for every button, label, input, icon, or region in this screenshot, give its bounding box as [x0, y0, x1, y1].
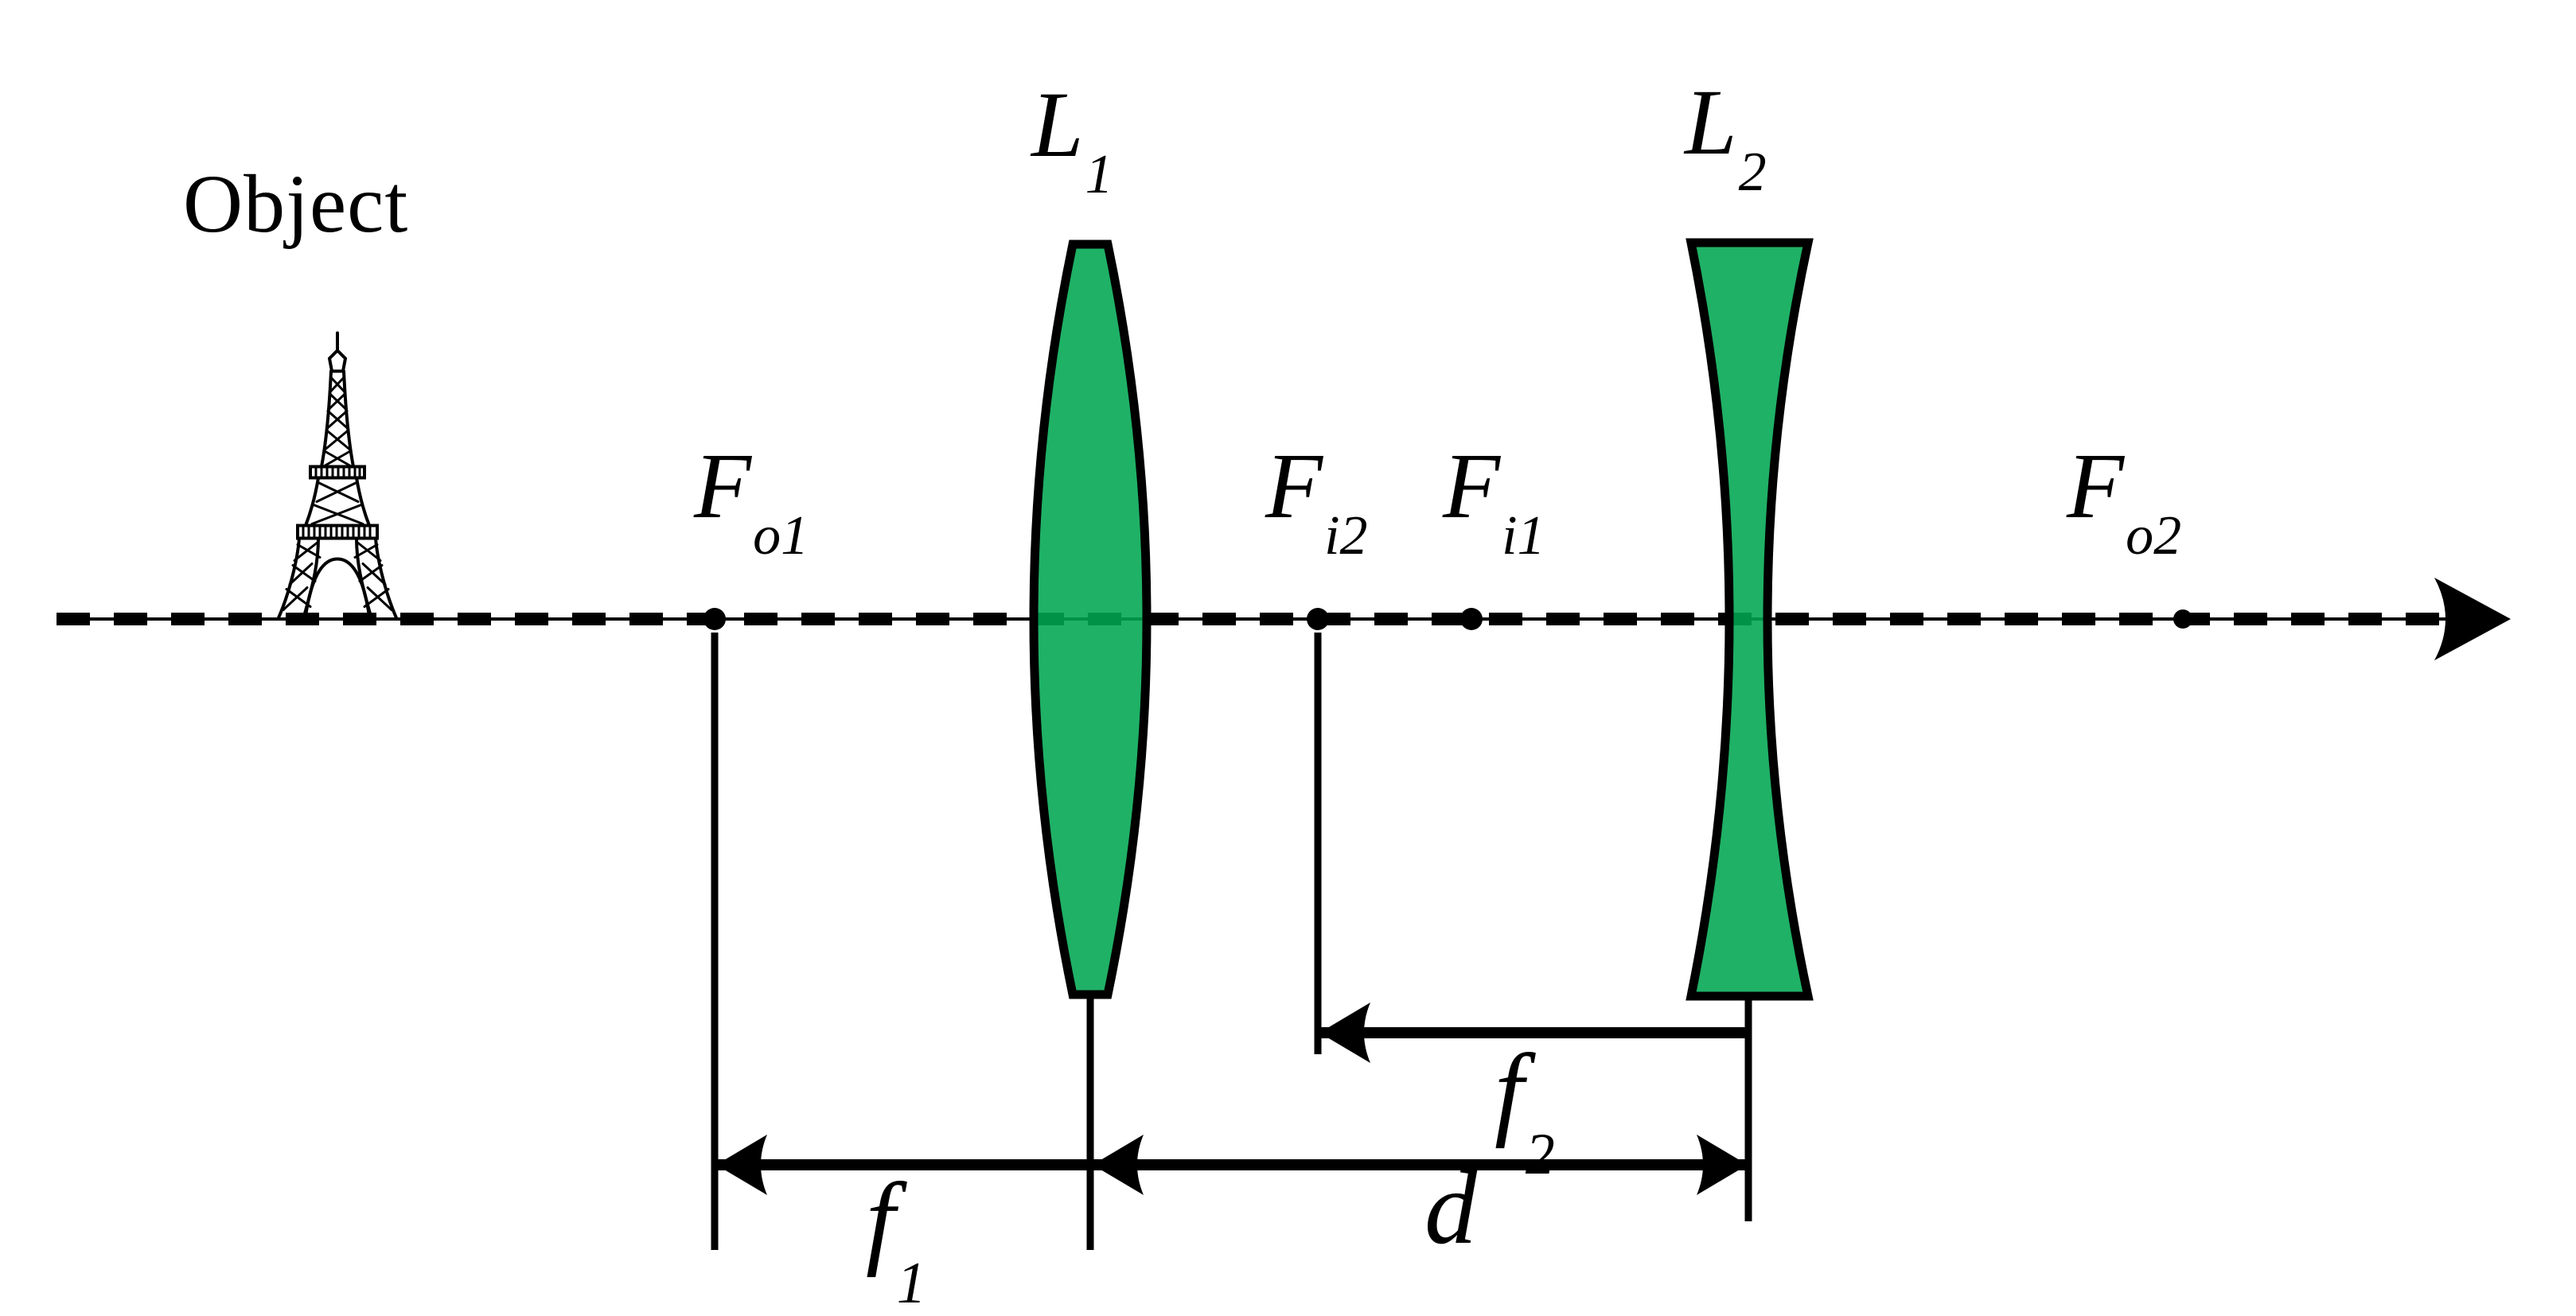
label-f1-main: f — [866, 1161, 895, 1278]
label-lens2-main: L — [1685, 70, 1737, 174]
dimension-arrowhead-icon-f1-left — [716, 1135, 767, 1195]
focal-dot-Fo1 — [703, 608, 726, 630]
label-f2-main: f — [1495, 1032, 1524, 1149]
object-label-text: Object — [183, 158, 409, 250]
label-lens1-main: L — [1031, 72, 1084, 177]
ref-line-Fo1 — [711, 633, 719, 1250]
dim-line-f2 — [1321, 1027, 1748, 1038]
label-lens2: L2 — [1685, 76, 1767, 201]
label-d-main: d — [1424, 1149, 1477, 1266]
label-Fo2-main: F — [2067, 434, 2125, 538]
label-f1: f1 — [866, 1167, 926, 1314]
label-Fi2-main: F — [1265, 434, 1323, 538]
label-Fi1: Fi1 — [1443, 439, 1545, 564]
dimension-arrowhead-icon-d-left — [1093, 1135, 1144, 1195]
label-Fi2-sub: i2 — [1324, 505, 1368, 567]
label-lens1: L1 — [1031, 78, 1113, 203]
label-Fi1-sub: i1 — [1502, 505, 1545, 567]
label-Fo2-sub: o2 — [2126, 505, 2182, 567]
focal-dot-Fo2 — [2173, 609, 2192, 629]
label-lens1-sub: 1 — [1085, 144, 1113, 205]
converging-lens-L1 — [1029, 239, 1152, 999]
ref-line-lens2-center — [1744, 998, 1752, 1221]
label-Fo1: Fo1 — [694, 439, 809, 564]
label-d: d — [1424, 1155, 1479, 1260]
label-Fo1-main: F — [694, 434, 752, 538]
label-f2: f2 — [1495, 1038, 1555, 1185]
dim-line-f1 — [718, 1159, 1090, 1170]
label-Fi1-main: F — [1443, 434, 1501, 538]
object-label: Object — [183, 163, 408, 246]
label-Fo1-sub: o1 — [753, 505, 809, 567]
optical-axis-arrowhead-icon — [2434, 578, 2511, 660]
label-Fo2: Fo2 — [2067, 439, 2181, 564]
focal-dot-Fi2 — [1307, 608, 1329, 630]
ref-line-Fi2 — [1314, 633, 1322, 1054]
dim-line-d — [1093, 1159, 1748, 1170]
label-lens2-sub: 2 — [1738, 142, 1767, 203]
optical-axis-dashes — [57, 613, 2452, 625]
eiffel-tower-icon — [277, 331, 398, 620]
focal-dot-Fi1 — [1460, 608, 1483, 630]
diverging-lens-L2 — [1686, 238, 1814, 1001]
label-Fi2: Fi2 — [1265, 439, 1368, 564]
label-f2-sub: 2 — [1525, 1122, 1555, 1187]
label-f1-sub: 1 — [896, 1251, 926, 1316]
dimension-arrowhead-icon-d-right — [1697, 1135, 1748, 1195]
ref-line-lens1-center — [1086, 996, 1094, 1250]
dimension-arrowhead-icon-f2-left — [1319, 1003, 1370, 1063]
